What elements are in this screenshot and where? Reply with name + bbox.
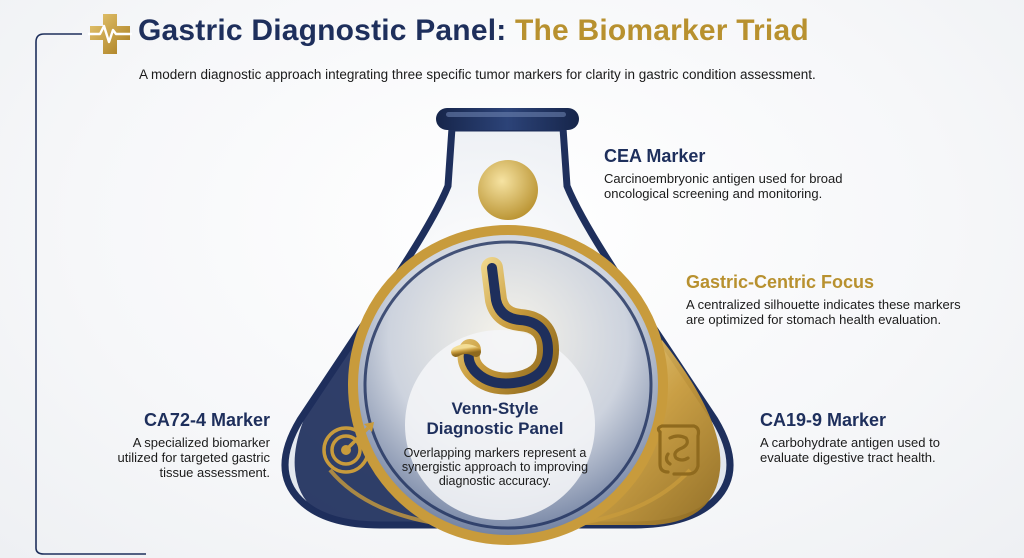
- ca724-marker-title: CA72-4 Marker: [143, 410, 270, 430]
- gastric-focus-label: Gastric-Centric Focus A centralized silh…: [686, 272, 976, 327]
- stomach-icon: [451, 257, 559, 395]
- gastric-focus-title: Gastric-Centric Focus: [686, 272, 875, 292]
- ca199-marker-label: CA19-9 Marker A carbohydrate antigen use…: [760, 410, 990, 465]
- center-title-line-1: Venn-Style: [451, 399, 539, 418]
- center-title: Venn-Style Diagnostic Panel: [400, 399, 590, 439]
- ca199-marker-description: A carbohydrate antigen used to evaluate …: [760, 435, 940, 465]
- page-title: Gastric Diagnostic Panel: The Biomarker …: [138, 14, 809, 48]
- ca199-marker-title: CA19-9 Marker: [760, 410, 887, 430]
- center-description: Overlapping markers represent a synergis…: [401, 446, 589, 488]
- ca724-marker-description: A specialized biomarker utilized for tar…: [117, 435, 270, 480]
- center-title-line-2: Diagnostic Panel: [426, 419, 564, 438]
- cea-marker-label: CEA Marker Carcinoembryonic antigen used…: [604, 146, 894, 201]
- medical-cross-pulse-icon: [88, 14, 132, 54]
- ca724-marker-label: CA72-4 Marker A specialized biomarker ut…: [100, 410, 270, 480]
- cea-marker-title: CEA Marker: [604, 146, 706, 166]
- cea-marker-description: Carcinoembryonic antigen used for broad …: [604, 171, 843, 201]
- gastric-focus-description: A centralized silhouette indicates these…: [686, 297, 961, 327]
- title-part-2: The Biomarker Triad: [514, 14, 809, 47]
- page-subtitle: A modern diagnostic approach integrating…: [139, 67, 816, 82]
- title-part-1: Gastric Diagnostic Panel:: [138, 14, 515, 47]
- target-arrow-icon: [322, 422, 374, 474]
- intestine-icon: [656, 424, 701, 476]
